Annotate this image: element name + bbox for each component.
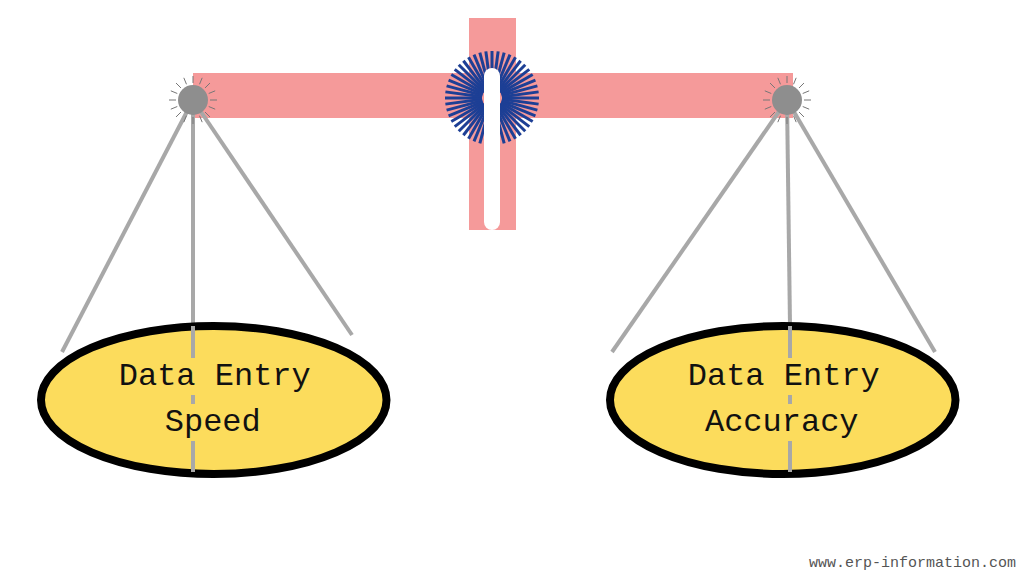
- scale-post: [469, 18, 516, 230]
- hook-hubs: [169, 76, 811, 124]
- watermark: www.erp-information.com: [809, 555, 1016, 572]
- pan-label: Data Entry Speed: [117, 358, 311, 441]
- scale-pan: Data Entry Accuracy: [606, 322, 960, 478]
- pan-ellipse: [606, 322, 960, 478]
- scale-pan: Data Entry Speed: [37, 322, 391, 478]
- pan-strings: [62, 100, 935, 352]
- pan-ellipse: [37, 322, 391, 478]
- post-slot: [484, 68, 500, 230]
- pan-label: Data Entry Accuracy: [686, 358, 880, 441]
